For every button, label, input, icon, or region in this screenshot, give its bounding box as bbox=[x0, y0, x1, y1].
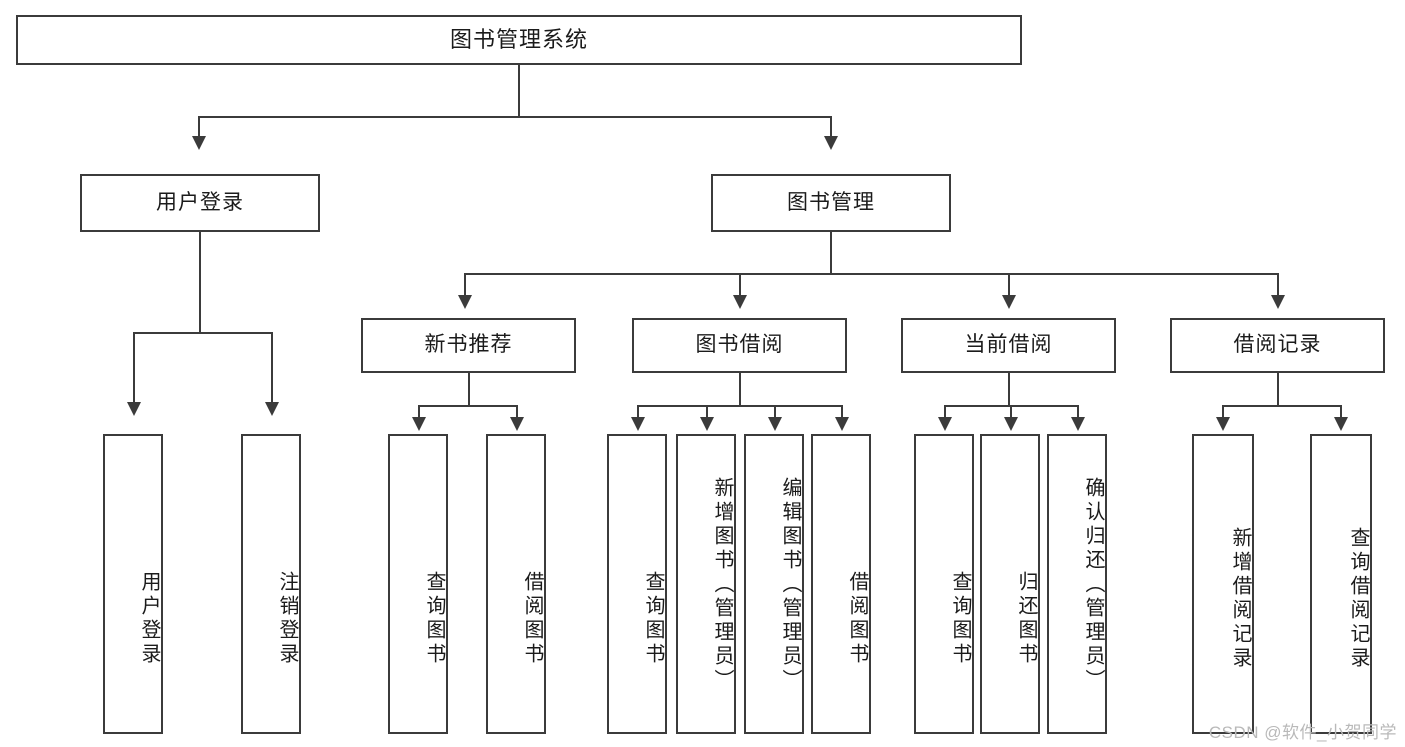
connector-userlogin-drop-1 bbox=[133, 332, 135, 404]
arrowhead-leaf-confirm-return bbox=[1071, 417, 1085, 431]
node-leaf-user-login-label: 用户登录 bbox=[138, 570, 160, 667]
node-book-borrow-label: 图书借阅 bbox=[695, 333, 784, 357]
arrowhead-book-borrow bbox=[733, 295, 747, 309]
node-leaf-query-book-2[interactable]: 查询图书 bbox=[607, 434, 667, 734]
connector-bookmanage-drop-1 bbox=[464, 273, 466, 297]
node-leaf-confirm-return[interactable]: 确认归还（管理员） bbox=[1047, 434, 1107, 734]
connector-userlogin-bus bbox=[133, 332, 273, 334]
node-leaf-query-book-3-label: 查询图书 bbox=[949, 570, 971, 667]
connector-currentborrow-stem bbox=[1008, 373, 1010, 406]
connector-currentborrow-drop-1 bbox=[944, 405, 946, 419]
connector-borrowrecord-stem bbox=[1277, 373, 1279, 406]
node-leaf-query-book-1[interactable]: 查询图书 bbox=[388, 434, 448, 734]
connector-newbook-drop-2 bbox=[516, 405, 518, 419]
node-leaf-borrow-book-2[interactable]: 借阅图书 bbox=[811, 434, 871, 734]
connector-borrowrecord-bus bbox=[1222, 405, 1341, 407]
arrowhead-borrow-record bbox=[1271, 295, 1285, 309]
node-leaf-confirm-return-label: 确认归还（管理员） bbox=[1082, 477, 1104, 693]
connector-bookborrow-stem bbox=[739, 373, 741, 406]
node-leaf-edit-book-label: 编辑图书（管理员） bbox=[779, 477, 801, 693]
node-leaf-add-book[interactable]: 新增图书（管理员） bbox=[676, 434, 736, 734]
node-leaf-query-record-label: 查询借阅记录 bbox=[1347, 527, 1369, 671]
node-root[interactable]: 图书管理系统 bbox=[16, 15, 1022, 65]
node-root-label: 图书管理系统 bbox=[449, 27, 588, 53]
arrowhead-leaf-edit-book bbox=[768, 417, 782, 431]
arrowhead-book-manage bbox=[824, 136, 838, 150]
arrowhead-leaf-borrow-book-1 bbox=[510, 417, 524, 431]
arrowhead-new-book-recommend bbox=[458, 295, 472, 309]
connector-bookborrow-bus bbox=[637, 405, 842, 407]
node-leaf-user-logout[interactable]: 注销登录 bbox=[241, 434, 301, 734]
arrowhead-leaf-add-book bbox=[700, 417, 714, 431]
connector-bookmanage-drop-4 bbox=[1277, 273, 1279, 297]
node-leaf-query-record[interactable]: 查询借阅记录 bbox=[1310, 434, 1372, 734]
node-borrow-record-label: 借阅记录 bbox=[1233, 333, 1322, 357]
arrowhead-leaf-query-book-1 bbox=[412, 417, 426, 431]
node-leaf-add-record[interactable]: 新增借阅记录 bbox=[1192, 434, 1254, 734]
connector-bookborrow-drop-4 bbox=[841, 405, 843, 419]
connector-bookmanage-drop-3 bbox=[1008, 273, 1010, 297]
connector-root-drop-right bbox=[830, 116, 832, 138]
connector-borrowrecord-drop-2 bbox=[1340, 405, 1342, 419]
connector-newbook-bus bbox=[418, 405, 518, 407]
connector-root-stem bbox=[518, 65, 520, 117]
connector-bookmanage-stem bbox=[830, 232, 832, 274]
node-current-borrow-label: 当前借阅 bbox=[964, 333, 1053, 357]
connector-newbook-drop-1 bbox=[418, 405, 420, 419]
connector-bookmanage-drop-2 bbox=[739, 273, 741, 297]
node-book-manage-label: 图书管理 bbox=[787, 190, 875, 214]
node-leaf-return-book[interactable]: 归还图书 bbox=[980, 434, 1040, 734]
node-leaf-add-book-label: 新增图书（管理员） bbox=[711, 477, 733, 693]
node-leaf-query-book-3[interactable]: 查询图书 bbox=[914, 434, 974, 734]
node-leaf-borrow-book-1[interactable]: 借阅图书 bbox=[486, 434, 546, 734]
node-leaf-edit-book[interactable]: 编辑图书（管理员） bbox=[744, 434, 804, 734]
connector-root-bus bbox=[198, 116, 832, 118]
node-borrow-record[interactable]: 借阅记录 bbox=[1170, 318, 1385, 373]
node-leaf-add-record-label: 新增借阅记录 bbox=[1229, 527, 1251, 671]
arrowhead-leaf-borrow-book-2 bbox=[835, 417, 849, 431]
node-book-manage[interactable]: 图书管理 bbox=[711, 174, 951, 232]
connector-currentborrow-drop-2 bbox=[1010, 405, 1012, 419]
arrowhead-leaf-return-book bbox=[1004, 417, 1018, 431]
node-leaf-return-book-label: 归还图书 bbox=[1015, 570, 1037, 667]
arrowhead-leaf-query-record bbox=[1334, 417, 1348, 431]
node-leaf-borrow-book-2-label: 借阅图书 bbox=[846, 570, 868, 667]
node-leaf-query-book-2-label: 查询图书 bbox=[642, 570, 664, 667]
node-current-borrow[interactable]: 当前借阅 bbox=[901, 318, 1116, 373]
arrowhead-current-borrow bbox=[1002, 295, 1016, 309]
connector-bookborrow-drop-3 bbox=[774, 405, 776, 419]
node-new-book-recommend[interactable]: 新书推荐 bbox=[361, 318, 576, 373]
connector-borrowrecord-drop-1 bbox=[1222, 405, 1224, 419]
arrowhead-leaf-query-book-3 bbox=[938, 417, 952, 431]
connector-userlogin-stem bbox=[199, 232, 201, 333]
arrowhead-user-login bbox=[192, 136, 206, 150]
node-user-login-label: 用户登录 bbox=[156, 190, 244, 214]
node-leaf-user-logout-label: 注销登录 bbox=[276, 570, 298, 667]
arrowhead-leaf-query-book-2 bbox=[631, 417, 645, 431]
arrowhead-leaf-user-logout bbox=[265, 402, 279, 416]
node-user-login[interactable]: 用户登录 bbox=[80, 174, 320, 232]
connector-userlogin-drop-2 bbox=[271, 332, 273, 404]
connector-newbook-stem bbox=[468, 373, 470, 406]
node-new-book-recommend-label: 新书推荐 bbox=[424, 333, 513, 357]
arrowhead-leaf-add-record bbox=[1216, 417, 1230, 431]
node-leaf-query-book-1-label: 查询图书 bbox=[423, 570, 445, 667]
connector-bookborrow-drop-2 bbox=[706, 405, 708, 419]
connector-root-drop-left bbox=[198, 116, 200, 138]
connector-bookborrow-drop-1 bbox=[637, 405, 639, 419]
node-leaf-user-login[interactable]: 用户登录 bbox=[103, 434, 163, 734]
arrowhead-leaf-user-login bbox=[127, 402, 141, 416]
node-leaf-borrow-book-1-label: 借阅图书 bbox=[521, 570, 543, 667]
connector-bookmanage-bus bbox=[464, 273, 1277, 275]
node-book-borrow[interactable]: 图书借阅 bbox=[632, 318, 847, 373]
connector-currentborrow-drop-3 bbox=[1077, 405, 1079, 419]
